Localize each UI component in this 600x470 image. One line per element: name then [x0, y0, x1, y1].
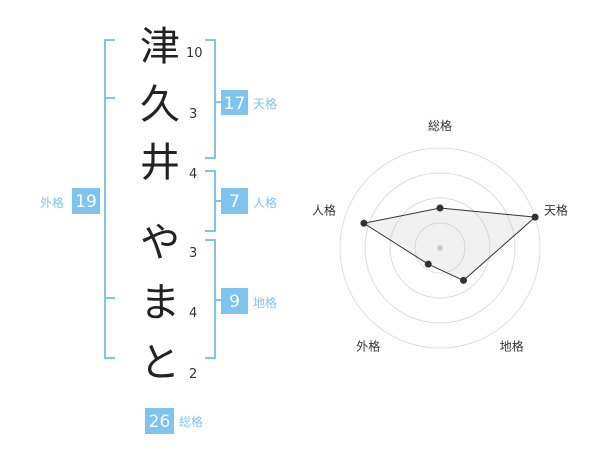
radar-ring-3 [364, 172, 516, 324]
soukaku-value: 26 [149, 412, 171, 432]
chikaku-value: 9 [229, 292, 240, 312]
name-char-5: ま [140, 280, 180, 326]
radar-point-3 [460, 276, 468, 284]
radar-point-5 [360, 219, 368, 227]
tenkaku-bracket [205, 39, 222, 159]
tenkaku-value: 17 [224, 94, 246, 114]
radar-axis-label-2: 天格 [544, 202, 568, 217]
tenkaku-box [221, 90, 248, 115]
name-char-2: 久 [140, 82, 180, 128]
jinkaku-value: 7 [229, 192, 240, 212]
chikaku-box [221, 288, 248, 314]
soukaku-label: 総格 [179, 414, 203, 429]
stroke-count-2: 3 [189, 107, 197, 122]
radar-axis-label-3: 地格 [500, 339, 524, 354]
stroke-count-6: 2 [189, 367, 197, 382]
soukaku-box [145, 408, 174, 434]
name-char-4: や [140, 220, 180, 266]
gaikaku-bracket [104, 39, 115, 359]
gaikaku-box [72, 188, 100, 214]
gaikaku-value: 19 [75, 192, 97, 212]
tenkaku-label: 天格 [253, 96, 277, 111]
name-char-1: 津 [140, 24, 180, 70]
gaikaku-label: 外格 [40, 195, 64, 210]
radar-center-dot [437, 245, 443, 251]
radar-axis-label-4: 外格 [356, 339, 380, 354]
chikaku-bracket [205, 239, 222, 359]
chikaku-label: 地格 [253, 295, 277, 310]
stroke-count-1: 10 [186, 46, 203, 61]
stroke-count-4: 3 [189, 246, 197, 261]
stroke-count-3: 4 [189, 167, 197, 182]
radar-ring-2 [389, 197, 491, 299]
radar-ring-1 [414, 222, 466, 274]
radar-point-4 [424, 260, 432, 268]
radar-ring-4 [339, 147, 541, 349]
jinkaku-label: 人格 [253, 195, 277, 210]
stroke-count-5: 4 [189, 306, 197, 321]
name-char-3: 井 [140, 140, 180, 186]
name-char-6: と [140, 340, 180, 386]
radar-point-1 [436, 204, 444, 212]
jinkaku-box [221, 188, 248, 214]
radar-axis-label-1: 総格 [428, 118, 452, 133]
radar-axis-label-5: 人格 [312, 202, 336, 217]
radar-point-2 [531, 213, 539, 221]
jinkaku-bracket [205, 170, 222, 232]
radar-polygon [362, 207, 537, 281]
